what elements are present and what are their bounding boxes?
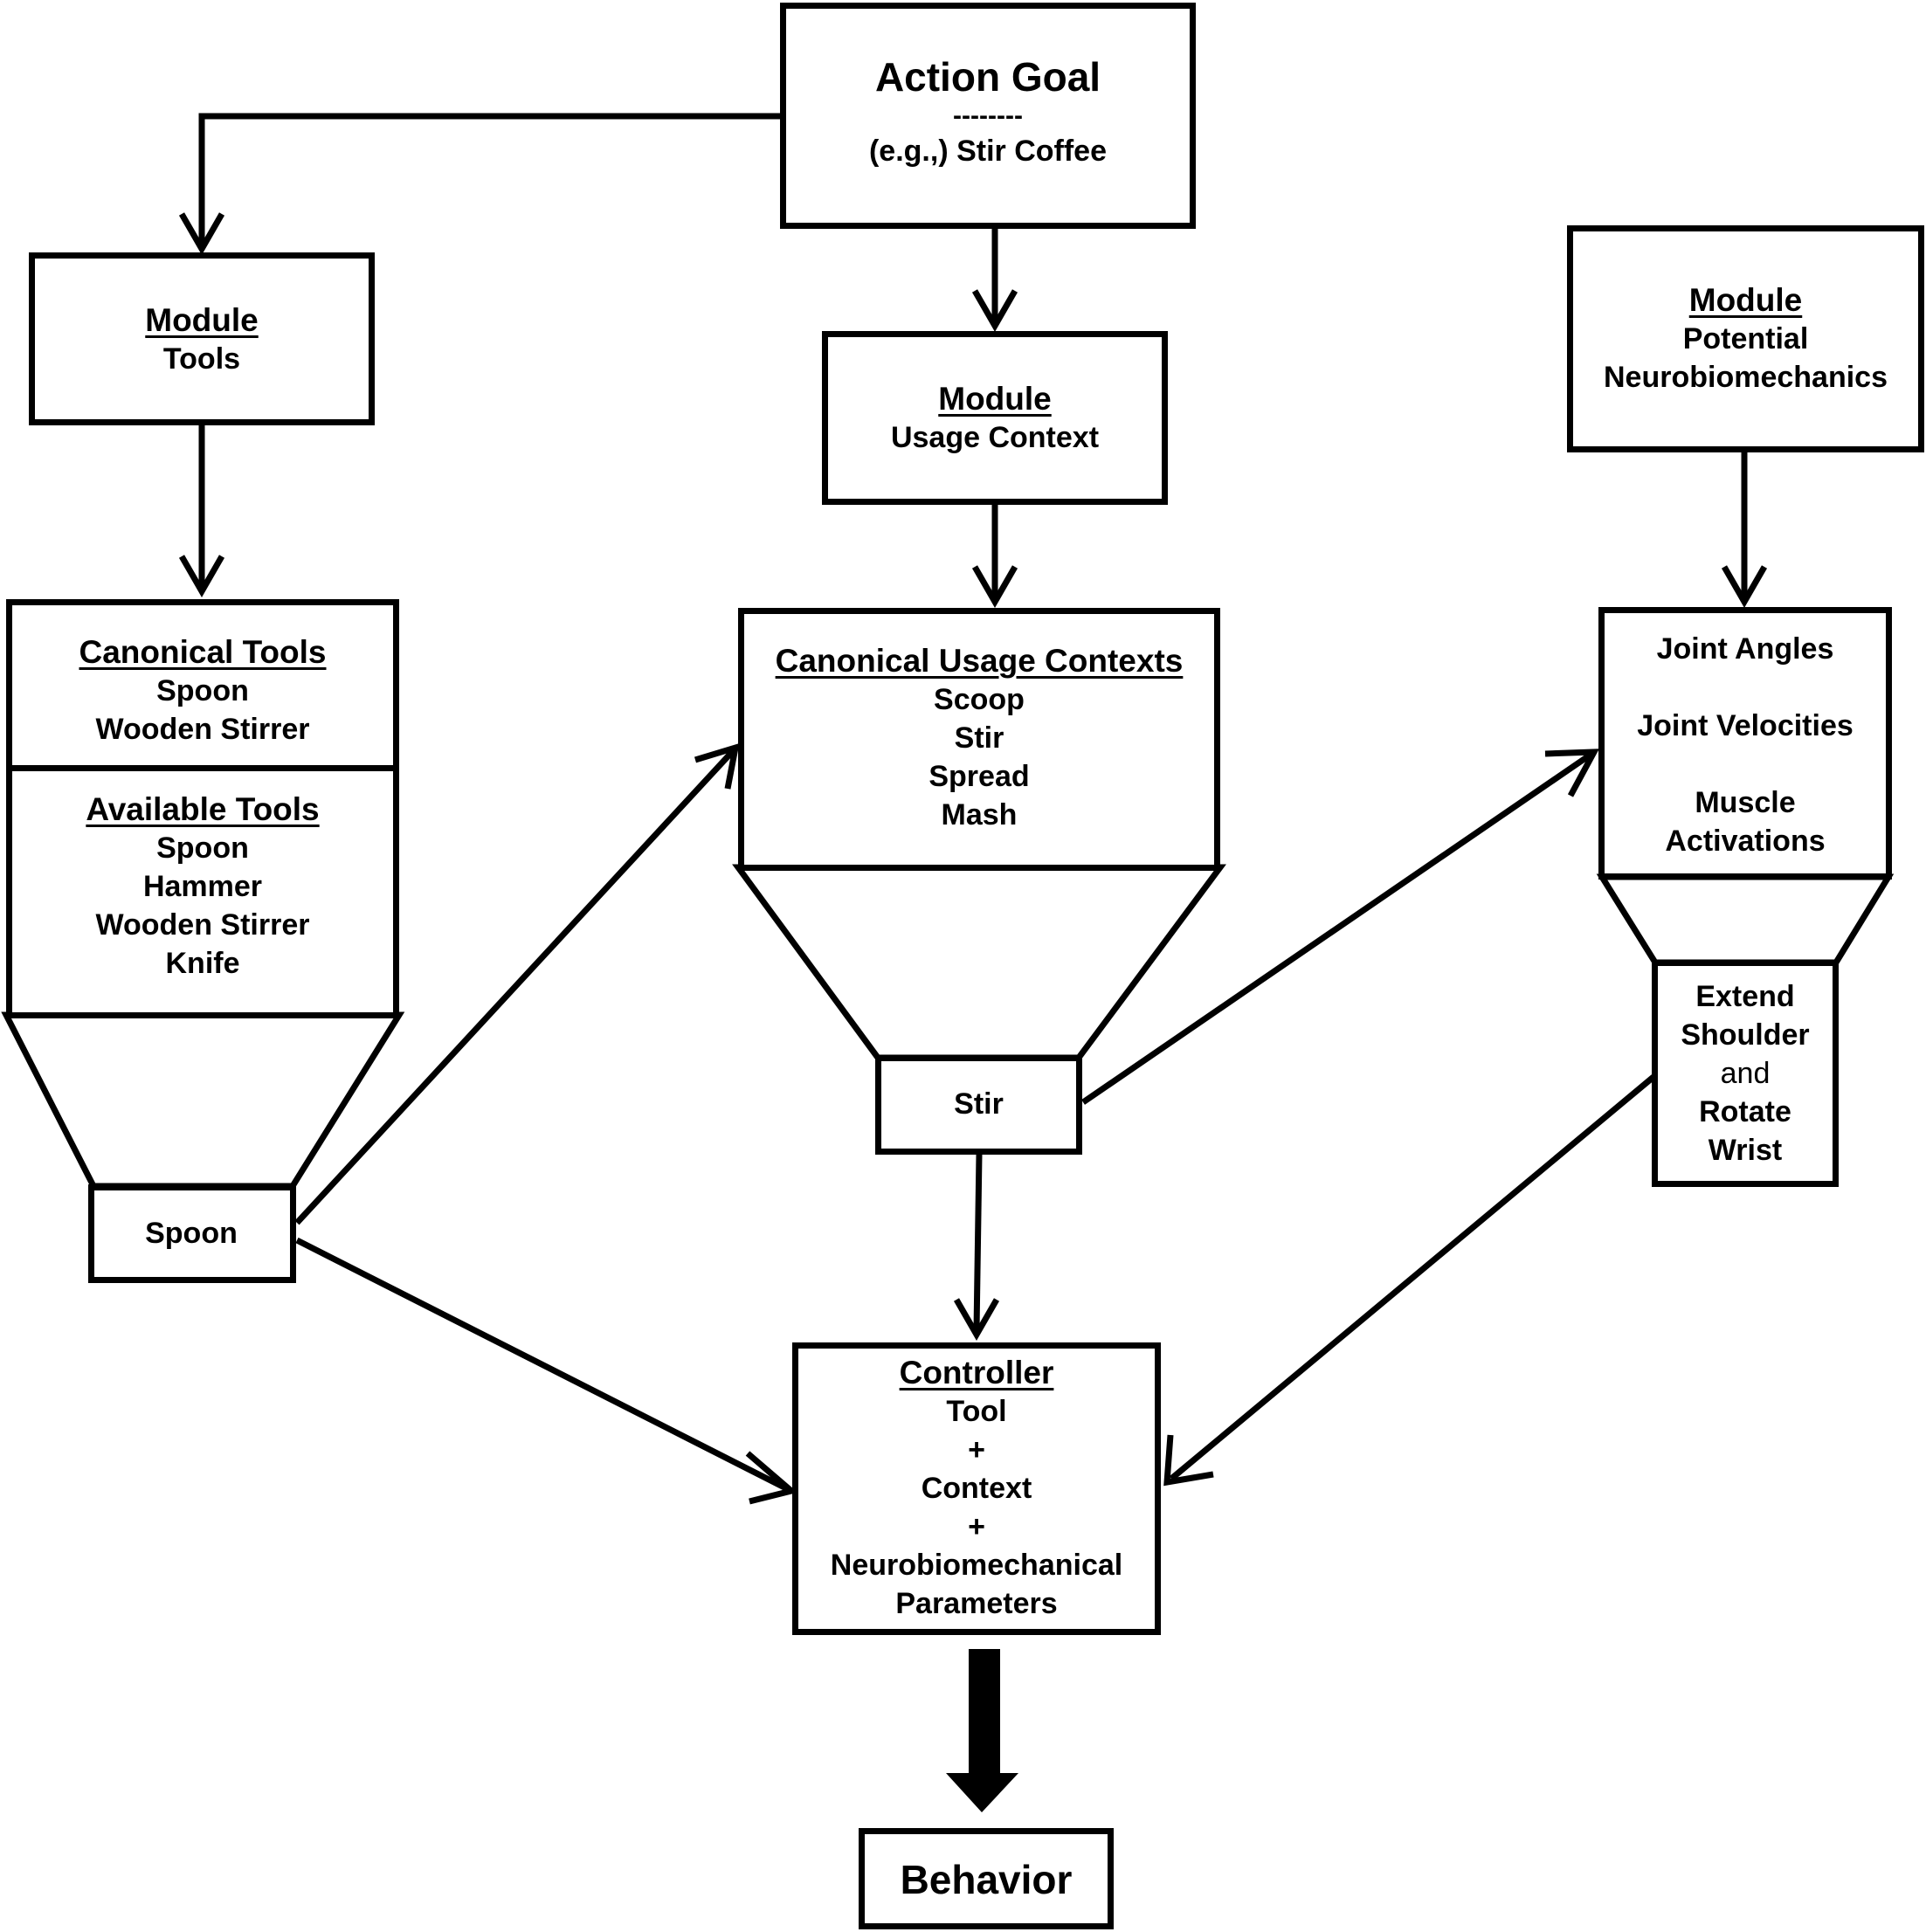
arrowhead-extend-controller [1163, 1434, 1214, 1487]
canonical-tool-item: Wooden Stirrer [95, 713, 310, 746]
usage-context-item: Spread [928, 760, 1030, 793]
canonical-tool-item: Spoon [156, 674, 249, 707]
available-tool-item: Hammer [142, 870, 263, 903]
neuro-params-box [1598, 607, 1892, 880]
neuro-funnel-neck [1596, 873, 1895, 966]
behavior-arrow-head [946, 1773, 1018, 1812]
canonical-tools-heading: Canonical Tools [79, 634, 327, 670]
usage-context-item: Scoop [934, 683, 1025, 716]
action-goal-divider: -------- [953, 101, 1023, 130]
spoon-output-box [88, 1184, 296, 1283]
controller-line: + [968, 1510, 985, 1543]
usage-module-label: Module Usage Context [822, 380, 1168, 457]
usage-context-item: Stir [954, 721, 1004, 755]
usage-contexts-box [738, 608, 1220, 871]
tools-module-label: Module Tools [29, 301, 375, 378]
controller-line: Tool [946, 1395, 1007, 1428]
tools-funnel-neck [1, 1011, 405, 1190]
arrowhead-stir-controller [953, 1298, 1000, 1342]
available-tools-heading: Available Tools [86, 791, 320, 827]
arrow-extend-to-controller [1169, 1074, 1656, 1481]
neuro-module-box [1567, 225, 1924, 452]
action-goal-label: Action Goal -------- (e.g.,) Stir Coffee [780, 51, 1196, 173]
arrowhead-spoon-controller [745, 1451, 798, 1505]
usage-funnel-neck [732, 864, 1226, 1061]
extend-output-line: Wrist [1708, 1134, 1783, 1167]
available-tool-item: Wooden Stirrer [95, 908, 310, 942]
tools-module-box [29, 252, 375, 425]
spoon-output-label: Spoon [145, 1217, 238, 1250]
arrowhead-tools [178, 212, 225, 256]
controller-line: + [968, 1433, 985, 1466]
available-tools-label: Available Tools Spoon Hammer Wooden Stir… [6, 790, 399, 983]
extend-output-box [1652, 960, 1839, 1187]
arrowhead-tools-funnel [178, 555, 225, 598]
usage-contexts-heading: Canonical Usage Contexts [775, 643, 1184, 679]
controller-heading: Controller [899, 1355, 1054, 1390]
stir-output-label: Stir [954, 1087, 1004, 1121]
behavior-arrow-shaft [969, 1649, 1000, 1775]
neuro-param-item: Activations [1665, 825, 1826, 858]
controller-label: Controller Tool + Context + Neurobiomech… [792, 1354, 1161, 1623]
neuro-param-item: Muscle [1695, 786, 1796, 819]
arrow-stir-to-neuro [1081, 752, 1592, 1105]
arrowhead-spoon-usage [694, 742, 740, 790]
neuro-param-item: Joint Velocities [1637, 709, 1854, 742]
available-tool-item: Knife [165, 947, 240, 980]
neuro-param-item: Joint Angles [1656, 632, 1834, 666]
extend-output-line: Extend [1695, 980, 1795, 1013]
tools-module-name: Tools [162, 342, 241, 376]
canonical-tools-box [6, 599, 399, 771]
controller-line: Parameters [895, 1587, 1058, 1620]
usage-contexts-label: Canonical Usage Contexts Scoop Stir Spre… [738, 642, 1220, 834]
neuro-params-label: Joint Angles Joint Velocities Muscle Act… [1598, 630, 1892, 860]
action-goal-box [780, 3, 1196, 229]
behavior-label: Behavior [900, 1857, 1073, 1902]
extend-output-line: and [1720, 1057, 1771, 1090]
arrowhead-usage-funnel [971, 565, 1018, 609]
neuro-module-line2: Neurobiomechanics [1604, 361, 1888, 394]
usage-module-box [822, 331, 1168, 505]
extend-output-line: Rotate [1699, 1095, 1791, 1128]
neuro-module-line1: Potential [1682, 322, 1809, 355]
action-goal-example: (e.g.,) Stir Coffee [868, 135, 1108, 168]
controller-box [792, 1342, 1161, 1635]
extend-output-label: Extend Shoulder and Rotate Wrist [1652, 977, 1839, 1170]
extend-output-line: Shoulder [1681, 1018, 1810, 1052]
arrow-goal-to-tools [198, 113, 780, 245]
neuro-module-label: Module Potential Neurobiomechanics [1567, 281, 1924, 397]
controller-line: Context [921, 1472, 1032, 1505]
arrow-stir-to-controller [973, 1154, 983, 1331]
stir-output-box [875, 1055, 1082, 1155]
available-tools-box [6, 765, 399, 1018]
available-tool-item: Spoon [156, 831, 249, 865]
usage-context-item: Mash [941, 798, 1018, 831]
arrowhead-neuro-funnel [1721, 565, 1768, 609]
neuro-module-heading: Module [1688, 282, 1803, 318]
usage-module-name: Usage Context [890, 421, 1100, 454]
usage-module-heading: Module [938, 381, 1052, 417]
tools-module-heading: Module [145, 302, 259, 338]
arrow-spoon-to-usage [294, 749, 735, 1225]
arrow-spoon-to-controller [295, 1237, 790, 1493]
behavior-box [859, 1828, 1114, 1929]
arrowhead-usage-module [971, 289, 1018, 333]
action-goal-title: Action Goal [874, 54, 1101, 100]
arrowhead-stir-neuro [1544, 749, 1599, 797]
canonical-tools-label: Canonical Tools Spoon Wooden Stirrer [6, 633, 399, 749]
controller-line: Neurobiomechanical [830, 1549, 1123, 1582]
